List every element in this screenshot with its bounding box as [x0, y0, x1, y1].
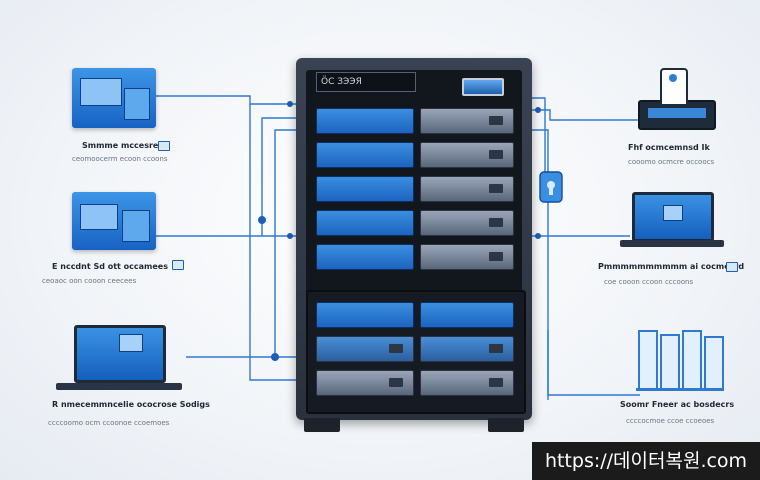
drive-bay	[316, 302, 414, 328]
drive-bay	[316, 176, 414, 202]
left-monitor-2	[72, 192, 156, 250]
drive-bay	[420, 244, 514, 270]
caption-right3-title: Soomr Fneer ac bosdecrs	[620, 400, 735, 409]
caption-right2-sub: coe cooon ccoon cccoons	[604, 278, 694, 286]
laptop-window	[663, 205, 683, 221]
drive-bay	[316, 370, 414, 396]
caption-left1-sub: ceomoocerm ecoon ccoons	[72, 155, 168, 163]
left-monitor-1	[72, 68, 156, 128]
drive-bay	[316, 142, 414, 168]
info-badge-icon	[158, 141, 170, 151]
caption-left3-sub: ccccoomo ocm ccoonoe ccoemoes	[48, 419, 170, 427]
security-lock-icon	[539, 171, 563, 203]
drive-bay	[420, 210, 514, 236]
caption-left2-title: E nccdnt Sd ott occamees	[52, 262, 168, 271]
router-device	[638, 100, 716, 130]
right-laptop-base	[620, 240, 724, 247]
drive-bay	[316, 244, 414, 270]
connector-node	[271, 353, 279, 361]
caption-right1-title: Fhf ocmcemnsd Ik	[628, 143, 710, 152]
drive-bay	[316, 336, 414, 362]
left-laptop-base	[56, 383, 182, 390]
drive-bay	[420, 336, 514, 362]
caption-left1-title: Smmme mccesrent	[82, 141, 168, 150]
server-label: ÖC ЗЭЭЯ	[316, 72, 416, 92]
storage-racks	[636, 328, 726, 392]
caption-left2-sub: ceoaoc oon cooon ceecees	[42, 277, 137, 285]
router-antenna	[660, 68, 688, 104]
caption-right1-sub: cooomo ocmcre occoocs	[628, 158, 715, 166]
drive-bay	[420, 176, 514, 202]
watermark-url: https://데이터복원.com	[532, 442, 760, 480]
drive-bay	[420, 108, 514, 134]
info-badge-icon	[726, 262, 738, 272]
tower-foot-right	[488, 418, 524, 432]
left-laptop-screen	[74, 325, 166, 383]
drive-bay	[420, 302, 514, 328]
right-laptop-screen	[632, 192, 714, 242]
drive-bay	[420, 370, 514, 396]
server-display-slot	[462, 78, 504, 96]
laptop-window	[119, 334, 143, 352]
caption-right2-title: Pmmmmmmmmmm ai cocmcerd	[598, 262, 745, 271]
connector-node	[258, 216, 266, 224]
info-badge-icon	[172, 260, 184, 270]
caption-left3-title: R nmecemmncelie ococrose Sodigs	[52, 400, 210, 409]
drive-bay	[316, 108, 414, 134]
drive-bay	[316, 210, 414, 236]
drive-bay	[420, 142, 514, 168]
tower-foot-left	[304, 418, 340, 432]
caption-right3-sub: ccccocmoe ccoe ccoeoes	[626, 417, 715, 425]
